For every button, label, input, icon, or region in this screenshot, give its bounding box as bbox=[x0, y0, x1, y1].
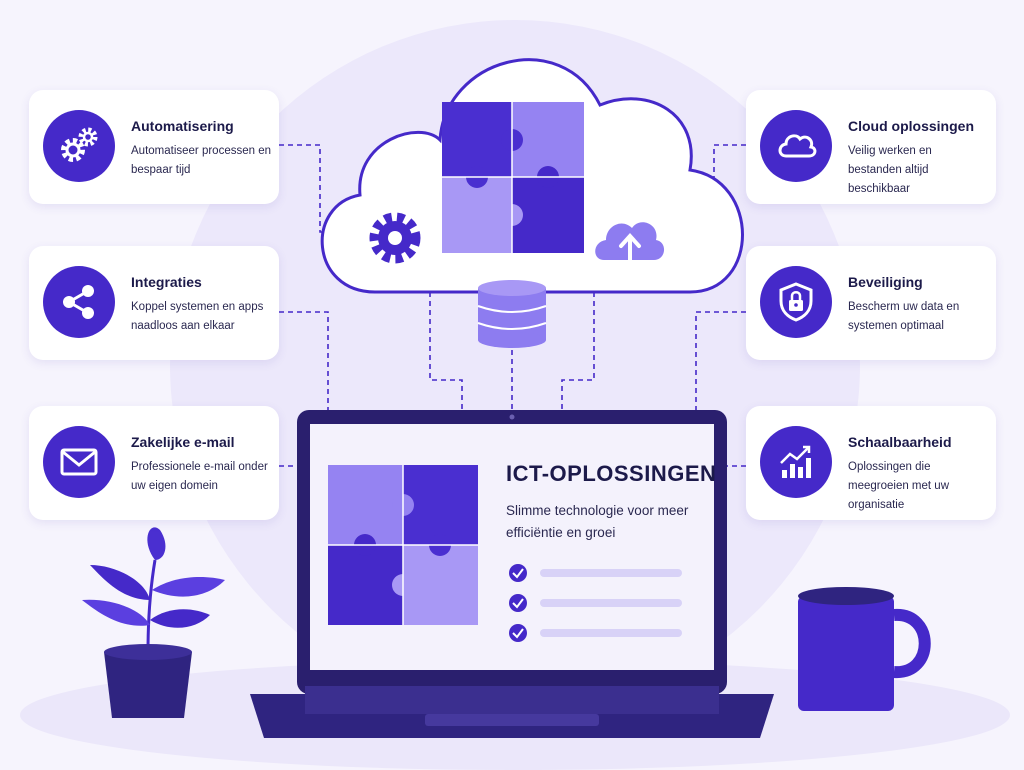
shield-lock-icon bbox=[760, 266, 832, 338]
card-title: Automatisering bbox=[131, 118, 234, 134]
card-title: Schaalbaarheid bbox=[848, 434, 952, 450]
plant-illustration bbox=[82, 527, 225, 718]
cloud-gear-icon bbox=[369, 212, 421, 264]
card-schaalbaarheid: Schaalbaarheid Oplossingen die meegroeie… bbox=[746, 406, 996, 520]
card-description: Oplossingen die meegroeien met uw organi… bbox=[848, 461, 949, 511]
checklist-bar bbox=[540, 629, 682, 637]
card-description: Automatiseer processen en bespaar tijd bbox=[131, 145, 271, 176]
card-description: Veilig werken en bestanden altijd beschi… bbox=[848, 145, 932, 195]
cloud-upload-icon bbox=[595, 222, 665, 264]
card-title: Zakelijke e-mail bbox=[131, 434, 235, 450]
checklist-bar bbox=[540, 569, 682, 577]
plant-leaf bbox=[152, 577, 225, 597]
card-email: Zakelijke e-mail Professionele e-mail on… bbox=[29, 406, 279, 520]
gears-icon bbox=[43, 110, 115, 182]
growth-chart-icon bbox=[760, 426, 832, 498]
card-cloud: Cloud oplossingen Veilig werken en besta… bbox=[746, 90, 996, 204]
connector-cloud-left bbox=[429, 292, 463, 410]
checklist-bar bbox=[540, 599, 682, 607]
check-icon bbox=[509, 624, 527, 642]
cloud-puzzle-icon bbox=[442, 102, 584, 253]
connector-beveiliging bbox=[695, 311, 746, 410]
share-icon bbox=[43, 266, 115, 338]
screen-subtitle: Slimme technologie voor meer efficiëntie… bbox=[506, 503, 689, 540]
card-title: Cloud oplossingen bbox=[848, 118, 974, 134]
card-title: Beveiliging bbox=[848, 274, 923, 290]
card-description: Koppel systemen en apps naadloos aan elk… bbox=[131, 301, 264, 332]
plant-leaf bbox=[90, 565, 150, 600]
card-description: Professionele e-mail onder uw eigen dome… bbox=[131, 461, 268, 492]
cloud-icon bbox=[760, 110, 832, 182]
plant-leaf bbox=[150, 609, 210, 628]
card-description: Bescherm uw data en systemen optimaal bbox=[848, 301, 960, 332]
card-automatisering: Automatisering Automatiseer processen en… bbox=[29, 90, 279, 204]
database-icon bbox=[477, 280, 547, 348]
plant-leaf bbox=[147, 527, 166, 560]
check-icon bbox=[509, 564, 527, 582]
screen-checklist bbox=[509, 564, 682, 642]
card-beveiliging: Beveiliging Bescherm uw data en systemen… bbox=[746, 246, 996, 360]
screen-puzzle-icon bbox=[328, 465, 478, 625]
plant-pot bbox=[104, 652, 192, 718]
mug-illustration bbox=[798, 587, 931, 711]
connector-cloud-right bbox=[561, 292, 595, 410]
card-integraties: Integraties Koppel systemen en apps naad… bbox=[29, 246, 279, 360]
check-icon bbox=[509, 594, 527, 612]
mail-icon bbox=[43, 426, 115, 498]
screen-title: ICT-OPLOSSINGEN bbox=[506, 461, 717, 486]
card-title: Integraties bbox=[131, 274, 202, 290]
connector-integraties bbox=[279, 311, 329, 410]
plant-leaf bbox=[82, 599, 150, 626]
